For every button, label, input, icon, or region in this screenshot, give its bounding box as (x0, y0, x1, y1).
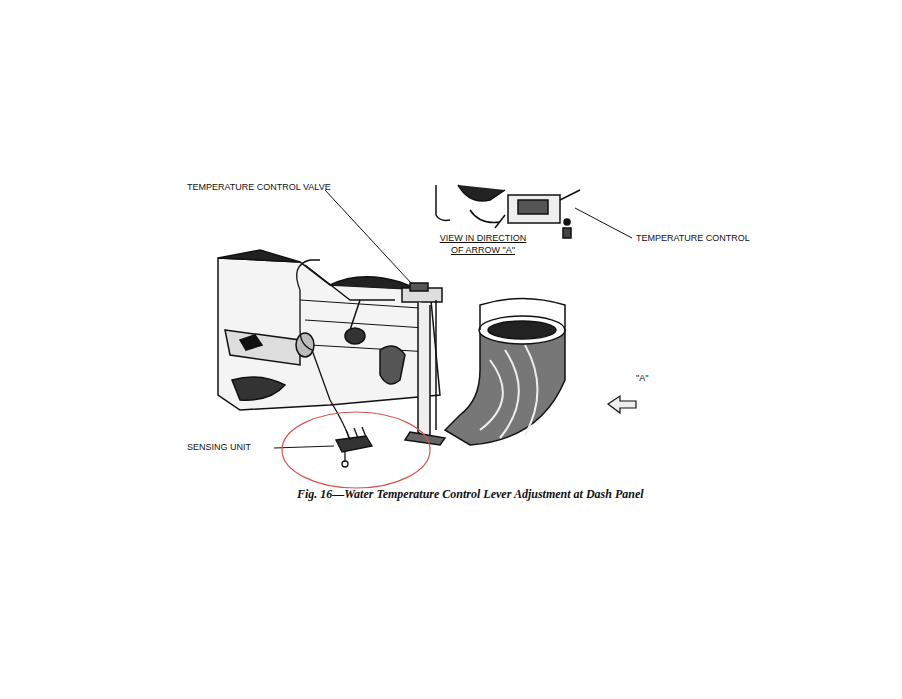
view-label: VIEW IN DIRECTION OF ARROW "A" (433, 232, 533, 256)
part-label: SENSING UNIT (187, 441, 251, 453)
arrow-label: "A" (636, 372, 648, 384)
elbow-duct (445, 299, 565, 446)
capillary-tube (297, 260, 395, 440)
view-arrow (608, 396, 636, 413)
heater-case (218, 250, 440, 410)
part-label: TEMPERATURE CONTROL VALVE (187, 181, 331, 193)
partial-view (436, 185, 632, 238)
highlight-ellipse (282, 412, 430, 488)
sensing-unit (274, 427, 372, 467)
valve-bracket (325, 190, 445, 445)
figure-caption: Fig. 16—Water Temperature Control Lever … (297, 487, 644, 502)
part-label: TEMPERATURE CONTROL (636, 232, 750, 244)
